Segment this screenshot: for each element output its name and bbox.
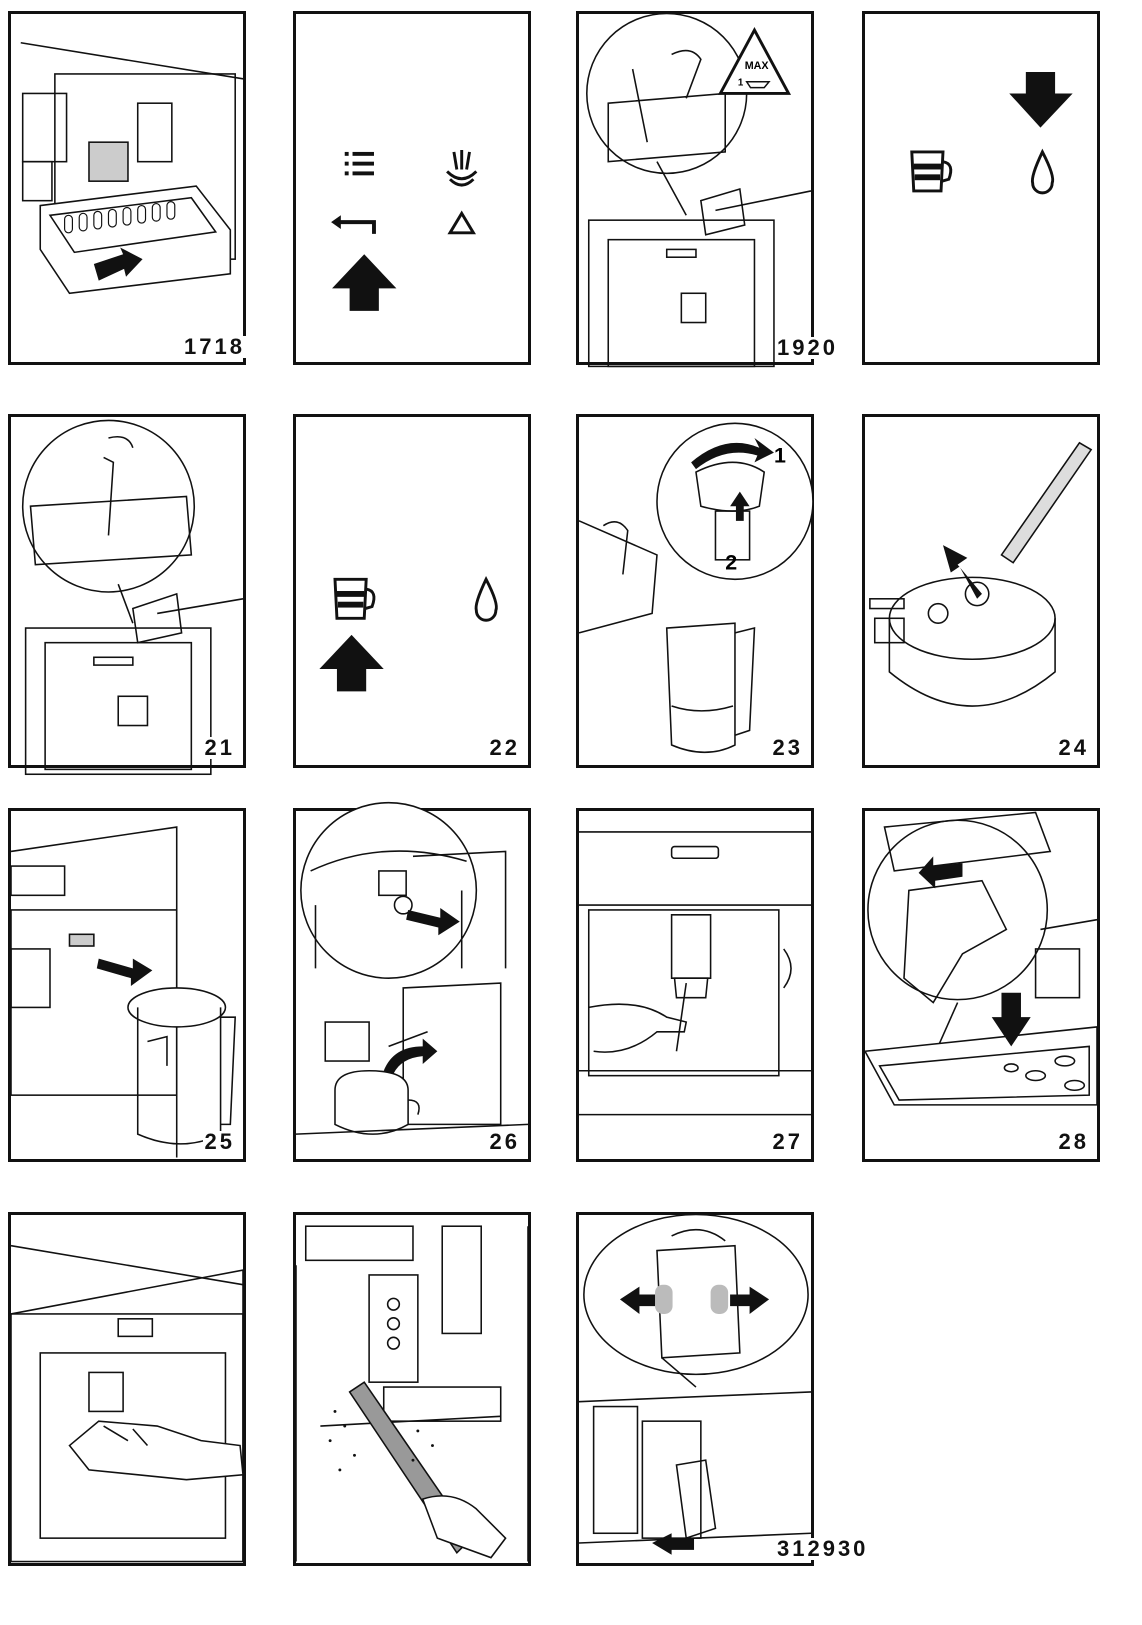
milk-lid-cleaning-illustration bbox=[869, 441, 1093, 707]
figure-26-milk-outlet: 26 bbox=[293, 801, 531, 1162]
figure-30-vacuum bbox=[293, 1212, 531, 1566]
figure-label: 1718 bbox=[182, 334, 247, 359]
drip-tray-removal-illustration bbox=[20, 41, 244, 295]
figure-label: 22 bbox=[487, 735, 522, 760]
max-warning-icon: MAX 1 bbox=[717, 26, 792, 95]
max-badge-number: 1 bbox=[738, 78, 744, 89]
insert-arrow-icon bbox=[406, 907, 460, 936]
insert-arrow-icon bbox=[96, 958, 153, 986]
figure-label: 27 bbox=[770, 1129, 805, 1154]
figure-label: 21 bbox=[202, 735, 237, 760]
milk-container-filling-illustration: 1 2 bbox=[578, 422, 814, 754]
pull-arrow-icon bbox=[93, 247, 143, 281]
figure-25-connect-milk: 25 bbox=[8, 808, 246, 1162]
press-arrow-right-icon bbox=[619, 1286, 656, 1314]
figure-24-milk-lid: 24 bbox=[862, 414, 1100, 768]
descaler-level-illustration bbox=[21, 419, 244, 776]
display-symbols bbox=[331, 149, 478, 311]
display-symbols bbox=[910, 72, 1073, 195]
pull-arrow-icon bbox=[652, 1533, 695, 1555]
lift-arrow-icon bbox=[730, 491, 750, 521]
milk-jug-icon bbox=[333, 577, 376, 620]
figure-27-clean-outlet: 27 bbox=[576, 808, 814, 1162]
figure-17-18-drip-tray: 1718 bbox=[8, 11, 247, 365]
water-drop-icon bbox=[474, 576, 498, 622]
lift-arrow-icon bbox=[918, 856, 963, 889]
figure-28-drip-tray-insert: 28 bbox=[862, 808, 1100, 1162]
max-badge-text: MAX bbox=[745, 60, 770, 72]
brew-unit-removal-illustration bbox=[578, 1213, 812, 1555]
back-arrow-icon bbox=[331, 215, 376, 234]
figure-display-icons-b bbox=[862, 11, 1100, 365]
steam-icon bbox=[446, 149, 478, 187]
water-drop-icon bbox=[1030, 148, 1055, 195]
figure-label: 1920 bbox=[775, 335, 840, 360]
figure-label: 25 bbox=[202, 1129, 237, 1154]
menu-list-icon bbox=[344, 151, 374, 176]
up-arrow-icon bbox=[332, 254, 397, 311]
wipe-outlet-illustration bbox=[10, 1244, 244, 1563]
press-arrow-left-icon bbox=[730, 1286, 770, 1314]
display-symbols bbox=[319, 576, 498, 692]
figure-31-29-30-brew-unit: 312930 bbox=[576, 1212, 871, 1566]
figure-23-milk-container: 1 2 23 bbox=[576, 414, 814, 768]
figure-label: 28 bbox=[1056, 1129, 1091, 1154]
connect-milk-container-illustration bbox=[10, 826, 237, 1158]
figure-label: 26 bbox=[487, 1129, 522, 1154]
clean-outlet-illustration bbox=[579, 831, 811, 1116]
milk-jug-icon bbox=[910, 150, 953, 193]
down-arrow-icon bbox=[1009, 72, 1073, 128]
drip-tray-insert-illustration bbox=[863, 811, 1098, 1106]
figure-21-descaler-level: 21 bbox=[8, 414, 246, 776]
rotate-arrow-icon bbox=[691, 437, 774, 470]
figure-22-display: 22 bbox=[293, 414, 531, 768]
figure-display-icons-a bbox=[293, 11, 531, 365]
rotate-arrow-icon bbox=[383, 1038, 438, 1074]
descale-triangle-icon bbox=[447, 210, 476, 235]
step-2-marker: 2 bbox=[725, 551, 737, 575]
step-1-marker: 1 bbox=[774, 443, 786, 467]
down-arrow-icon bbox=[991, 992, 1031, 1047]
figure-29-wipe-outlet bbox=[8, 1212, 246, 1566]
up-arrow-icon bbox=[319, 634, 384, 692]
milk-outlet-illustration bbox=[295, 801, 529, 1135]
vacuum-interior-illustration bbox=[295, 1225, 529, 1562]
figure-label: 312930 bbox=[775, 1536, 871, 1561]
point-arrow-icon bbox=[942, 545, 982, 599]
figure-label: 24 bbox=[1056, 735, 1091, 760]
figure-19-20-descaler: MAX 1 1920 bbox=[576, 11, 840, 368]
figure-label: 23 bbox=[770, 735, 805, 760]
descaler-filling-illustration: MAX 1 bbox=[586, 12, 812, 368]
